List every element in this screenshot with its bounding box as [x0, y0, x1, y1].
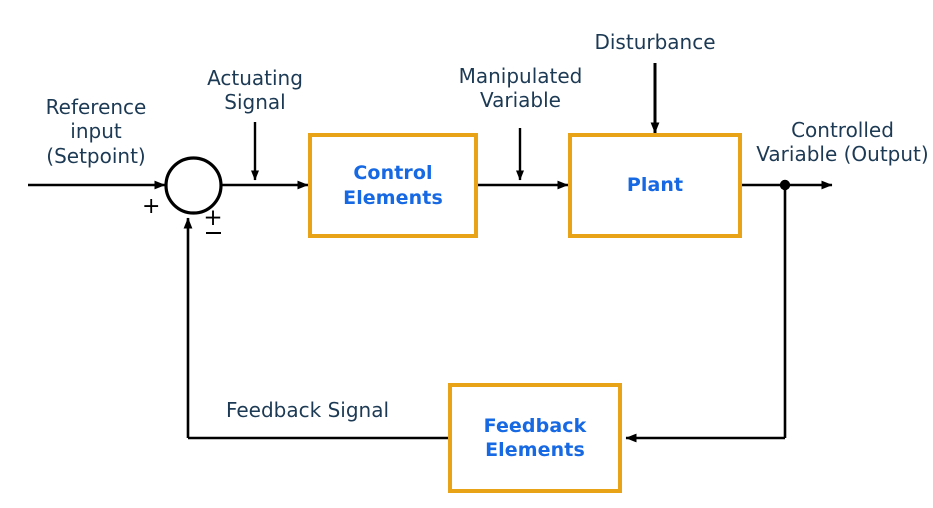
summing-junction-feedback-sign: + [203, 205, 223, 234]
block-plant[interactable]: Plant [568, 133, 742, 238]
label-reference-input: Reference input (Setpoint) [45, 95, 147, 168]
summing-junction-input-sign: + [142, 194, 161, 219]
label-controlled-variable: Controlled Variable (Output) [756, 118, 929, 167]
summing-junction-feedback-sign-minus [205, 231, 221, 234]
block-plant-label: Plant [626, 174, 684, 197]
block-feedback-elements-label: Feedback Elements [483, 414, 587, 461]
block-control-elements-label: Control Elements [343, 162, 443, 209]
label-disturbance: Disturbance [594, 30, 716, 54]
summing-junction-feedback-sign-plus: + [203, 205, 223, 231]
block-feedback-elements[interactable]: Feedback Elements [448, 383, 622, 493]
block-control-elements[interactable]: Control Elements [308, 133, 478, 238]
label-feedback-signal: Feedback Signal [225, 398, 390, 422]
label-manipulated-variable: Manipulated Variable [458, 64, 583, 113]
label-actuating-signal: Actuating Signal [207, 66, 303, 115]
